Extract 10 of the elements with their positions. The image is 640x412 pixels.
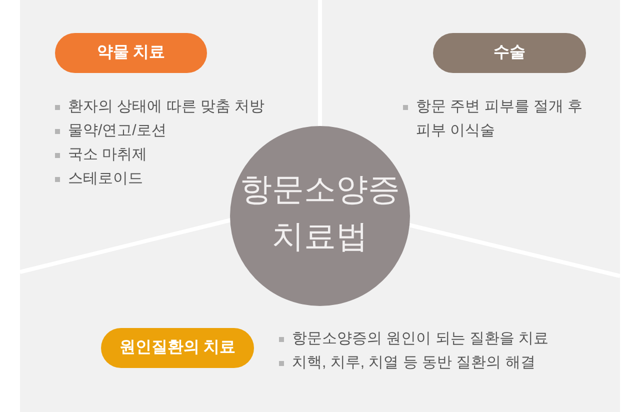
list-item-text: 항문소양증의 원인이 되는 질환을 치료 [292,329,549,349]
category-pill: 원인질환의 치료 [101,328,254,368]
list-item-text: 스테로이드 [68,169,143,189]
category-pill: 수술 [433,33,586,73]
list-item-text: 항문 주변 피부를 절개 후 피부 이식술 [416,97,584,141]
list-item-text: 물약/연고/로션 [68,121,166,141]
list-item-text: 치핵, 치루, 치열 등 동반 질환의 해결 [292,353,536,373]
list-item-text: 국소 마취제 [68,145,148,165]
category-pill: 약물 치료 [55,33,207,73]
list-item-text: 환자의 상태에 따른 맞춤 처방 [68,97,265,117]
